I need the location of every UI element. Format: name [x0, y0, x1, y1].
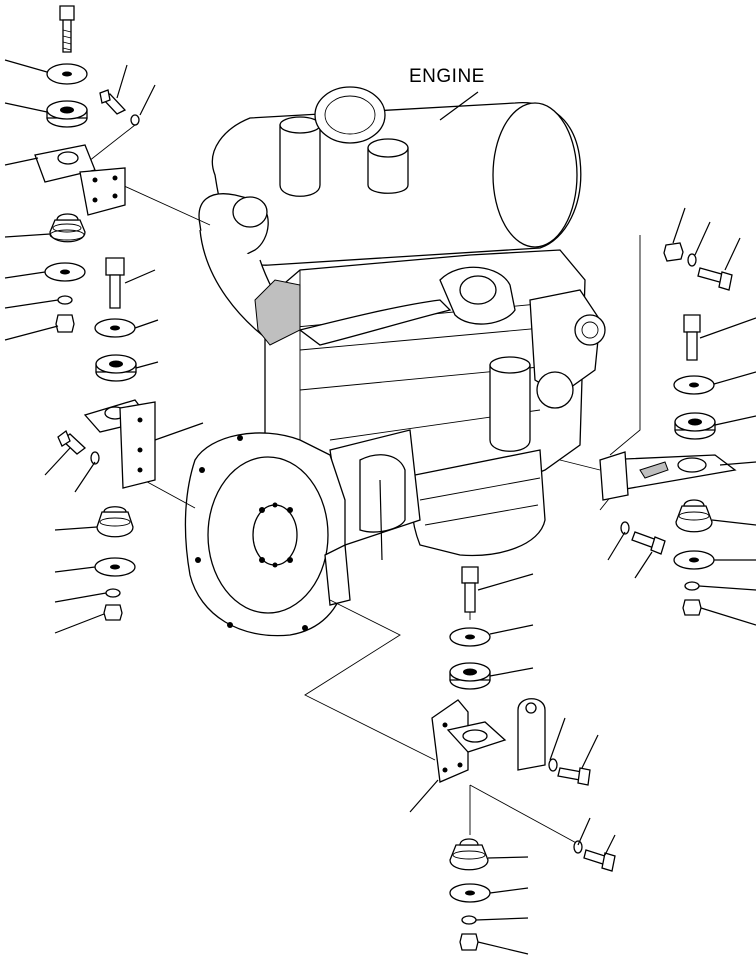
flat-washer: [44, 262, 86, 282]
lock-washer: [684, 581, 700, 591]
mount-bracket: [34, 144, 126, 216]
lock-washer: [573, 840, 583, 854]
lock-washer: [548, 758, 558, 772]
rubber-mount: [449, 838, 489, 871]
bolt: [99, 89, 127, 115]
rubber-mount: [675, 499, 713, 533]
mount-stack-right: [599, 207, 756, 626]
mount-bracket: [599, 451, 737, 501]
nut: [103, 604, 123, 621]
flat-washer: [94, 318, 136, 338]
mount-stack-left-middle: [44, 257, 204, 634]
nut: [682, 599, 702, 616]
flat-washer: [449, 883, 491, 903]
flat-washer: [46, 63, 88, 85]
bolt: [631, 531, 666, 555]
flat-washer: [673, 375, 715, 395]
bolt: [583, 849, 616, 872]
lock-washer: [57, 295, 73, 305]
lifting-bracket: [517, 698, 546, 771]
bolt: [683, 314, 701, 361]
nut: [459, 933, 479, 951]
lock-washer: [105, 588, 121, 598]
lock-washer: [130, 114, 140, 126]
engine-label: ENGINE: [409, 66, 485, 87]
flat-washer: [449, 627, 491, 647]
nut: [663, 242, 684, 262]
lock-washer: [461, 915, 477, 925]
flat-washer: [94, 557, 136, 577]
rubber-mount: [49, 213, 86, 243]
bolt: [59, 5, 75, 53]
nut: [55, 314, 75, 333]
mount-stack-bottom: [409, 566, 616, 955]
engine-assembly: [184, 86, 606, 637]
rubber-mount: [96, 506, 134, 538]
rubber-cushion: [449, 662, 491, 690]
mount-stack-top-left: [4, 5, 156, 341]
bolt: [57, 429, 87, 455]
lock-washer: [620, 521, 630, 535]
rubber-cushion: [46, 100, 88, 128]
lock-washer: [90, 451, 100, 465]
mount-bracket: [431, 699, 507, 783]
mount-bracket: [83, 399, 156, 489]
rubber-cushion: [674, 412, 716, 440]
bolt: [557, 767, 591, 786]
lock-washer: [687, 253, 697, 267]
bolt: [697, 267, 733, 291]
rubber-cushion: [95, 354, 137, 382]
bolt: [461, 566, 479, 613]
flat-washer: [673, 550, 715, 570]
bolt: [105, 257, 125, 309]
